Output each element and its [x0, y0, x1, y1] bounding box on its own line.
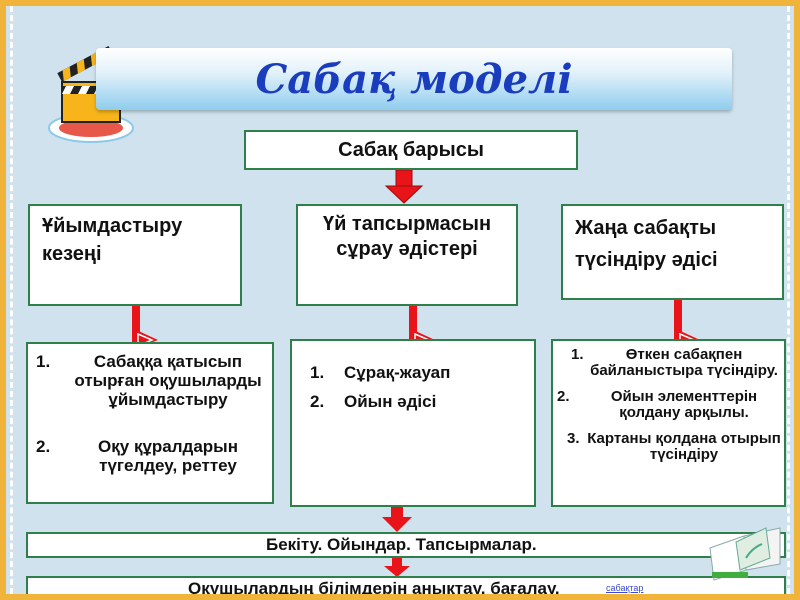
- category-box-homework: Үй тапсырмасын сұрау әдістері: [296, 204, 518, 306]
- category-heading: Жаңа сабақты түсіндіру әдісі: [575, 217, 718, 271]
- category-box-new-lesson: Жаңа сабақты түсіндіру әдісі: [561, 204, 784, 300]
- assessment-bar: Оқушылардың білімдерін анықтау, бағалау.: [26, 576, 786, 600]
- list-item-number: 2.: [557, 389, 570, 405]
- list-box-organization: 1. Сабаққа қатысып отырған оқушыларды ұй…: [26, 342, 274, 504]
- down-arrow-icon: [384, 170, 424, 204]
- lessons-link[interactable]: сабақтар: [606, 583, 643, 593]
- list-item-text: Ойын элементтерін қолдану арқылы.: [587, 389, 781, 421]
- header-label: Сабақ барысы: [338, 139, 484, 161]
- open-book-icon: [706, 518, 784, 582]
- list-item: 2. Оқу құралдарын түгелдеу, реттеу: [36, 437, 266, 475]
- down-arrow-icon: [382, 558, 412, 578]
- list-item-text: Оқу құралдарын түгелдеу, реттеу: [70, 437, 266, 475]
- consolidation-text: Бекіту. Ойындар. Тапсырмалар.: [266, 535, 537, 554]
- list-item-text: Картаны қолдана отырып түсіндіру: [587, 431, 781, 463]
- list-item-number: 2.: [36, 437, 50, 456]
- list-box-new-lesson: 1. Өткен сабақпен байланыстыра түсіндіру…: [551, 339, 786, 507]
- list-item: 1. Сұрақ-жауап: [310, 363, 520, 382]
- list-item-number: 3.: [567, 431, 580, 447]
- category-heading: Ұйымдастыру кезеңі: [42, 215, 182, 265]
- title-banner: Сабақ моделі: [96, 48, 732, 110]
- slide-title: Сабақ моделі: [96, 56, 732, 103]
- assessment-text: Оқушылардың білімдерін анықтау, бағалау.: [188, 579, 560, 598]
- list: 1. Өткен сабақпен байланыстыра түсіндіру…: [557, 347, 781, 463]
- list-item: 3. Картаны қолдана отырып түсіндіру: [557, 431, 781, 463]
- down-arrow-icon: [380, 507, 414, 533]
- list-box-homework: 1. Сұрақ-жауап 2. Ойын әдісі: [290, 339, 536, 507]
- list-item-number: 1.: [310, 363, 324, 382]
- list-item-text: Өткен сабақпен байланыстыра түсіндіру.: [587, 347, 781, 379]
- category-heading: Үй тапсырмасын сұрау әдістері: [323, 213, 491, 260]
- list-item-text: Ойын әдісі: [344, 392, 436, 411]
- category-box-organization: Ұйымдастыру кезеңі: [28, 204, 242, 306]
- list-item-text: Сабаққа қатысып отырған оқушыларды ұйымд…: [70, 352, 266, 409]
- list-item-number: 1.: [36, 352, 50, 371]
- list-item-number: 2.: [310, 392, 324, 411]
- list-item-text: Сұрақ-жауап: [344, 363, 450, 382]
- list-item: 1. Сабаққа қатысып отырған оқушыларды ұй…: [36, 352, 266, 429]
- consolidation-bar: Бекіту. Ойындар. Тапсырмалар.: [26, 532, 786, 558]
- list: 1. Сұрақ-жауап 2. Ойын әдісі: [310, 363, 520, 411]
- list-item-number: 1.: [571, 347, 584, 363]
- list-item: 2. Ойын әдісі: [310, 392, 520, 411]
- header-box: Сабақ барысы: [244, 130, 578, 170]
- list-item: 1. Өткен сабақпен байланыстыра түсіндіру…: [557, 347, 781, 379]
- list: 1. Сабаққа қатысып отырған оқушыларды ұй…: [36, 352, 266, 475]
- list-item: 2. Ойын элементтерін қолдану арқылы.: [557, 389, 781, 421]
